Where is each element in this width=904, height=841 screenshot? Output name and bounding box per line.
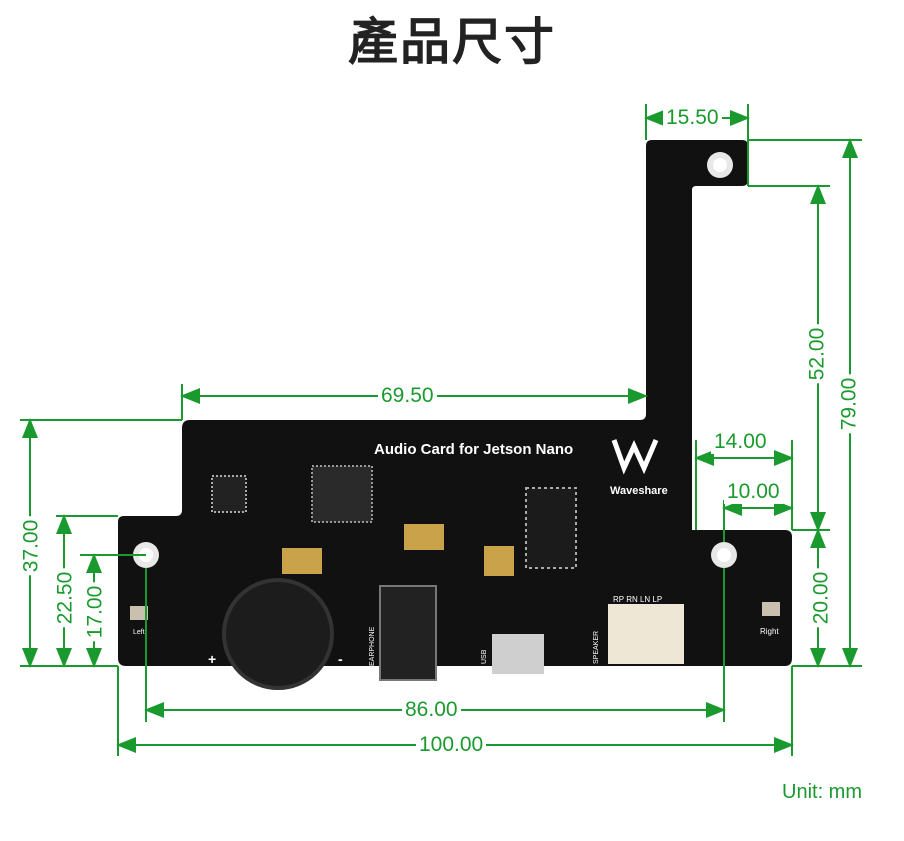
dim-left-low: 17.00 — [83, 582, 108, 642]
dim-right-total: 79.00 — [837, 374, 862, 434]
right-mic-label: Right — [760, 627, 779, 636]
capacitor-1 — [282, 548, 322, 574]
earphone-jack — [379, 585, 437, 681]
unit-label: Unit: mm — [782, 781, 862, 803]
small-ic — [211, 475, 247, 513]
minus-label: - — [338, 651, 343, 667]
speaker-pins-label: RP RN LN LP — [613, 595, 662, 604]
brand-label: Waveshare — [610, 485, 668, 497]
dim-left-mid: 22.50 — [53, 568, 78, 628]
speaker-connector — [608, 604, 684, 664]
dim-right-offset-b: 10.00 — [724, 480, 783, 504]
amp-chip — [525, 487, 577, 569]
speaker-label: SPEAKER — [593, 631, 600, 664]
mic-right — [762, 602, 780, 616]
audio-codec-chip — [311, 465, 373, 523]
left-mic-label: Left — [133, 629, 145, 636]
usb-label: USB — [481, 649, 488, 664]
pcb-board — [118, 140, 792, 666]
volume-knob — [222, 578, 334, 690]
usb-port — [492, 634, 544, 674]
dim-right-offset-a: 14.00 — [711, 430, 770, 454]
mic-left — [130, 606, 148, 620]
capacitor-3 — [484, 546, 514, 576]
dim-total-width: 100.00 — [416, 733, 487, 757]
board-name: Audio Card for Jetson Nano — [374, 441, 573, 458]
earphone-label: EARPHONE — [369, 626, 376, 666]
mounting-hole-right — [711, 542, 737, 568]
page-title: 產品尺寸 — [348, 13, 556, 71]
dim-right-low: 20.00 — [809, 568, 834, 628]
dim-top-width: 15.50 — [663, 106, 722, 130]
capacitor-2 — [404, 524, 444, 550]
dim-hole-span: 86.00 — [402, 698, 461, 722]
plus-label: + — [208, 651, 216, 667]
dim-right-upper: 52.00 — [805, 324, 830, 384]
dim-left-total: 37.00 — [19, 516, 44, 576]
dim-mid-width: 69.50 — [378, 384, 437, 408]
mounting-hole-top — [707, 152, 733, 178]
waveshare-logo — [611, 439, 659, 475]
